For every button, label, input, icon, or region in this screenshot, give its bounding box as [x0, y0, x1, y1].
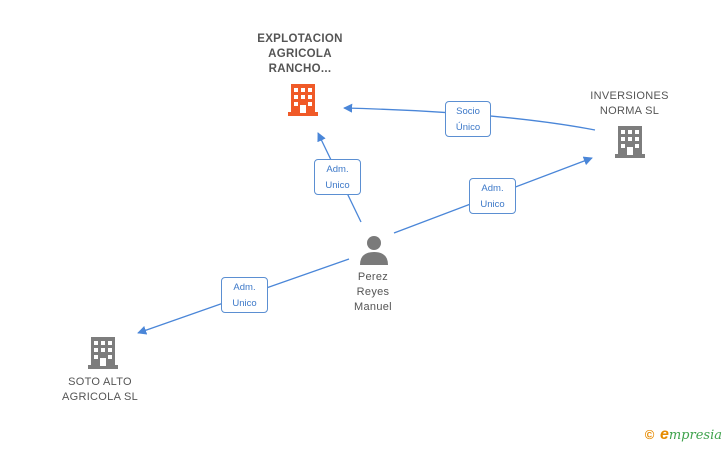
- relation-line: Adm.: [326, 164, 349, 175]
- relation-line: Unico: [480, 199, 505, 210]
- relation-badge-socio[interactable]: Socio Único: [445, 101, 491, 137]
- node-label-line: AGRICOLA SL: [61, 391, 139, 403]
- node-label-line: RANCHO...: [268, 63, 332, 75]
- node-label-inversiones[interactable]: INVERSIONES NORMA SL: [577, 89, 682, 119]
- person-icon: [360, 236, 388, 265]
- footer-brand: © empresia: [645, 426, 722, 444]
- relation-line: Unico: [325, 180, 350, 191]
- node-label-soto[interactable]: SOTO ALTO AGRICOLA SL: [45, 375, 155, 405]
- node-label-line: Reyes: [356, 286, 390, 298]
- relation-badge-adm-soto[interactable]: Adm. Unico: [221, 277, 268, 313]
- building-icon: [615, 126, 645, 158]
- relation-line: Adm.: [481, 183, 504, 194]
- node-label-line: Manuel: [354, 301, 392, 313]
- node-label-line: AGRICOLA: [268, 48, 332, 60]
- relation-badge-adm-inv[interactable]: Adm. Unico: [469, 178, 516, 214]
- node-label-line: NORMA SL: [599, 105, 660, 117]
- brand-name: mpresia: [668, 428, 722, 443]
- node-label-line: SOTO ALTO: [68, 376, 132, 388]
- node-label-person[interactable]: Perez Reyes Manuel: [336, 270, 410, 315]
- building-icon: [88, 337, 118, 369]
- relation-line: Adm.: [233, 282, 256, 293]
- node-label-line: EXPLOTACION: [257, 33, 343, 45]
- relation-line: Único: [455, 122, 481, 133]
- building-icon: [288, 84, 318, 116]
- node-label-line: Perez: [357, 271, 389, 283]
- brand-initial: e: [659, 426, 669, 443]
- node-label-explotacion[interactable]: EXPLOTACION AGRICOLA RANCHO...: [240, 32, 360, 77]
- relation-line: Socio: [456, 106, 480, 117]
- relation-line: Unico: [232, 298, 257, 309]
- copyright-icon: ©: [644, 427, 655, 442]
- relation-badge-adm-main[interactable]: Adm. Unico: [314, 159, 361, 195]
- node-label-line: INVERSIONES: [590, 90, 669, 102]
